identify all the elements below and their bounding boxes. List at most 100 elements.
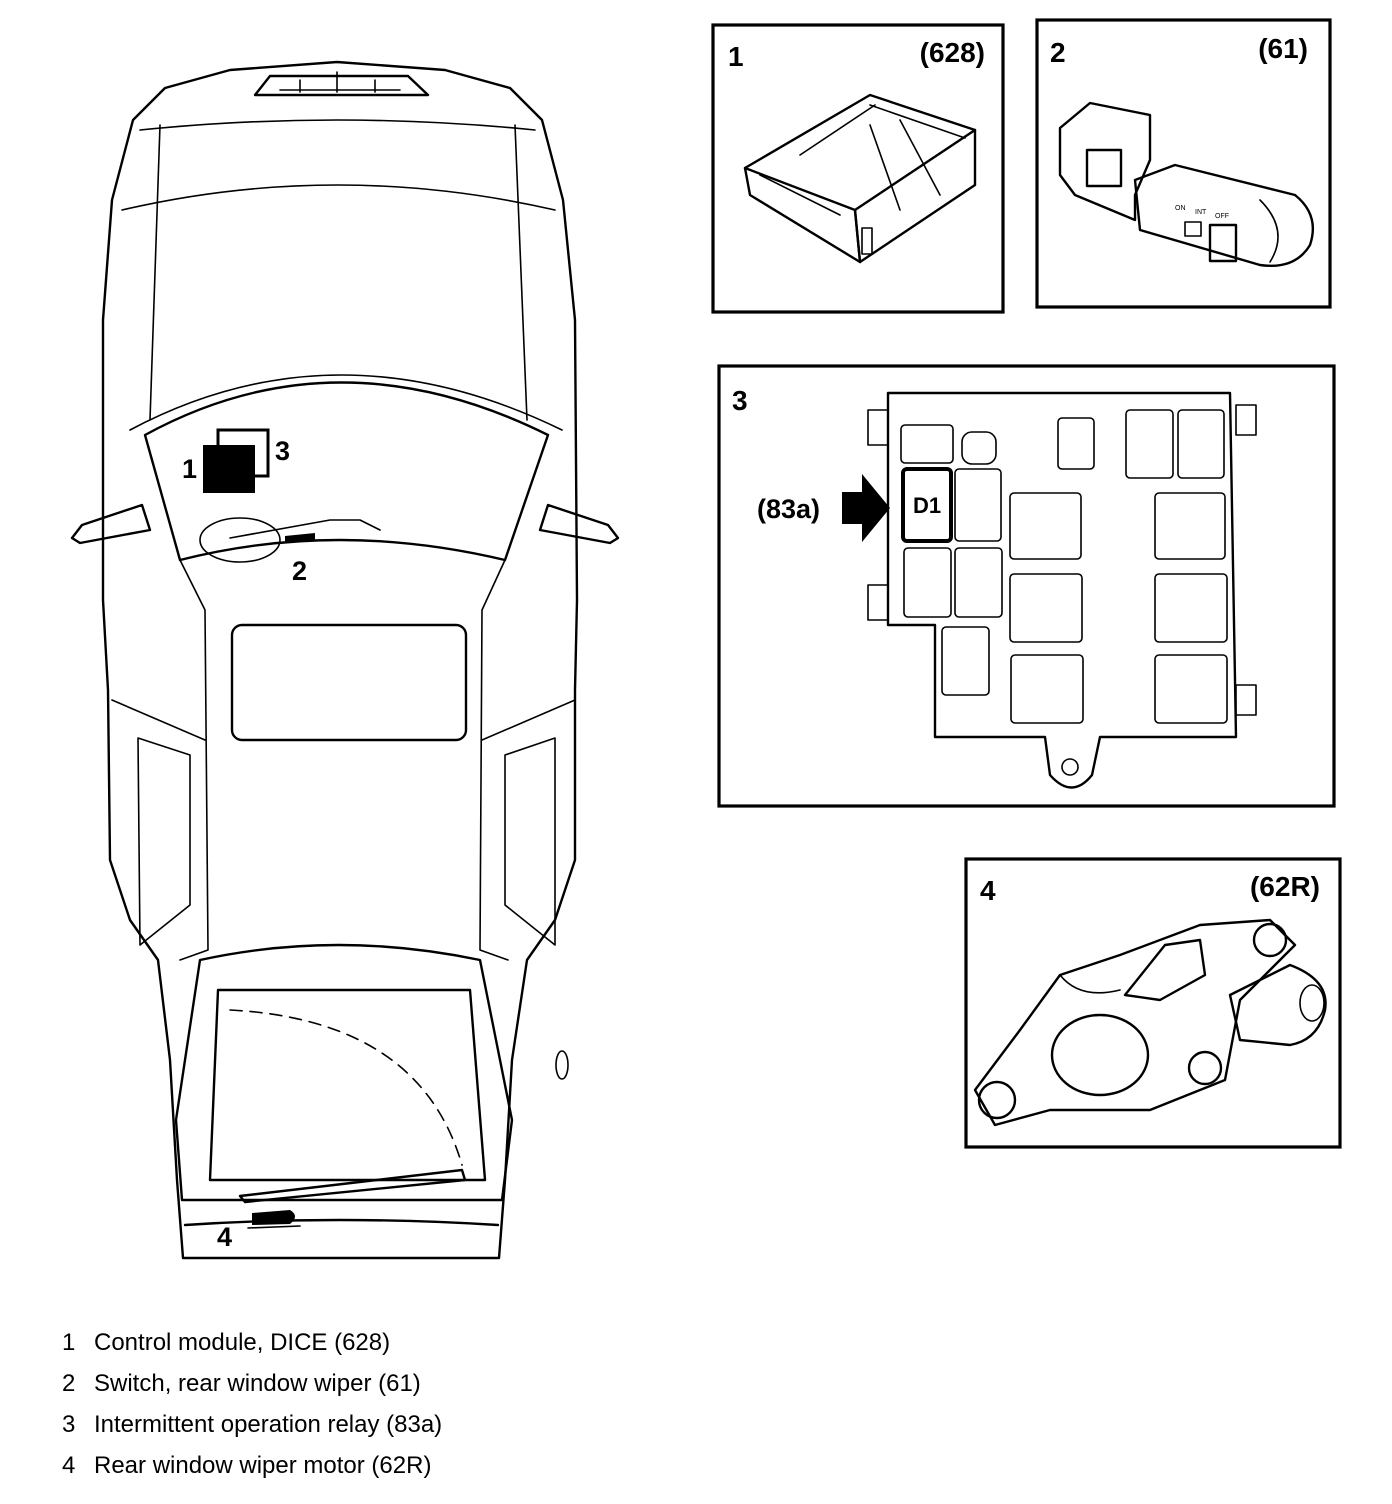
relay-slot (1009, 492, 1082, 560)
relay-d1 (901, 467, 953, 543)
module-details (759, 104, 966, 216)
legend-item: 1 Control module, DICE (628) (62, 1322, 442, 1363)
legend-number: 4 (62, 1452, 76, 1479)
motor-end-cap (1299, 984, 1325, 1022)
switch-window (1085, 148, 1123, 188)
motor-can (1228, 963, 1327, 1047)
legend-text: Rear window wiper motor (62R) (94, 1452, 432, 1479)
grille-bars (279, 71, 401, 93)
legend-text: Switch, rear window wiper (61) (94, 1370, 421, 1397)
control-module-illustration (743, 93, 977, 264)
wiper-switch-illustration: ON INT OFF (1058, 101, 1315, 267)
windshield (143, 381, 550, 562)
relay-callout: (83a) (757, 494, 820, 524)
legend-number: 3 (62, 1411, 76, 1438)
panel-relay-box: 3 D1 (83a) (717, 364, 1336, 808)
panel-4-code: (62R) (1250, 871, 1320, 902)
panel-2-number: 2 (1050, 37, 1066, 68)
window-left (137, 737, 191, 946)
mount-bushing (1252, 922, 1288, 958)
panel-1-frame (711, 23, 1005, 314)
wiring-loom (1059, 974, 1121, 994)
clip-left-bottom (867, 584, 889, 621)
relay-slot (954, 468, 1002, 542)
sunroof (230, 623, 468, 742)
legend-text: Intermittent operation relay (83a) (94, 1411, 443, 1438)
car-marker-4: 4 (217, 1222, 232, 1252)
relay-slot (1125, 409, 1174, 479)
panel-1-number: 1 (728, 41, 744, 72)
switch-mark-int: INT (1195, 209, 1207, 216)
clip-left-top (867, 409, 889, 446)
stalk-symbol-box (1184, 221, 1202, 237)
stalk-end (1259, 199, 1279, 263)
rear-glass (208, 988, 487, 1182)
car-top-view: 1 2 3 4 (70, 60, 620, 1260)
gear-housing (1050, 1013, 1150, 1097)
relay-slot (1177, 409, 1225, 479)
switch-housing (1058, 101, 1152, 222)
panel-4-frame (964, 857, 1342, 1149)
grille (253, 74, 430, 97)
car-marker-1: 1 (182, 454, 197, 484)
relay-box-outline (886, 391, 1238, 789)
mirror-right (538, 503, 620, 545)
car-body-outline (101, 60, 579, 1260)
cowl-line (129, 374, 563, 431)
relay-slot (903, 547, 952, 618)
mount-hole (1061, 758, 1079, 776)
panel-3-frame (717, 364, 1336, 808)
relay-slot (1154, 573, 1228, 643)
relay-d1-label: D1 (913, 493, 941, 518)
switch-mark-off: OFF (1215, 213, 1229, 220)
door-split (111, 699, 576, 741)
rear-wiper-blade (238, 1168, 467, 1204)
relay-slot (954, 547, 1003, 618)
legend-number: 1 (62, 1329, 76, 1356)
legend: 1 Control module, DICE (628) 2 Switch, r… (62, 1322, 442, 1486)
steering-area (199, 517, 281, 563)
panel-wiper-motor: 4 (62R) (964, 857, 1342, 1149)
car-marker-2: 2 (292, 556, 307, 586)
legend-number: 2 (62, 1370, 76, 1397)
relay-slot (1009, 573, 1083, 643)
mirror-left (70, 503, 152, 545)
panel-wiper-switch: 2 (61) ON INT OFF (1035, 18, 1332, 309)
dash-line (229, 519, 381, 539)
wiper-motor-marker (252, 1210, 295, 1225)
pillar-right (479, 559, 509, 961)
fuse-slot (1057, 417, 1095, 470)
mount-bushing (1187, 1050, 1223, 1086)
switch-mark-on: ON (1175, 205, 1186, 212)
legend-item: 4 Rear window wiper motor (62R) (62, 1445, 442, 1486)
switch-stalk (1133, 163, 1315, 267)
connector-plug (1123, 938, 1207, 1002)
window-right (504, 737, 556, 946)
fuse-slot (900, 424, 954, 464)
hood-seam-right (514, 124, 528, 421)
mount-bushing (977, 1080, 1017, 1120)
bumper-line (139, 119, 536, 131)
pointer-arrow-icon (842, 474, 890, 542)
motor-bracket (247, 1225, 301, 1229)
relay-slot (1154, 492, 1226, 560)
module-side-face (853, 128, 977, 264)
pillar-left (179, 559, 209, 961)
relay-slot (1010, 654, 1084, 724)
control-module-marker (203, 445, 255, 493)
rear-window (174, 943, 514, 1202)
panel-control-module: 1 (628) (711, 23, 1005, 314)
relay-slot (941, 626, 990, 696)
wiper-switch-marker (285, 533, 315, 543)
fuse-slot (961, 431, 997, 465)
hood-seam-left (149, 124, 161, 421)
module-connector (861, 227, 873, 255)
rear-bumper-line (183, 1218, 500, 1227)
legend-item: 3 Intermittent operation relay (83a) (62, 1404, 442, 1445)
clip-right-bottom (1235, 684, 1257, 716)
stalk-ring (1208, 223, 1238, 263)
legend-text: Control module, DICE (628) (94, 1329, 391, 1356)
legend-item: 2 Switch, rear window wiper (61) (62, 1363, 442, 1404)
fuel-cap (555, 1050, 569, 1080)
